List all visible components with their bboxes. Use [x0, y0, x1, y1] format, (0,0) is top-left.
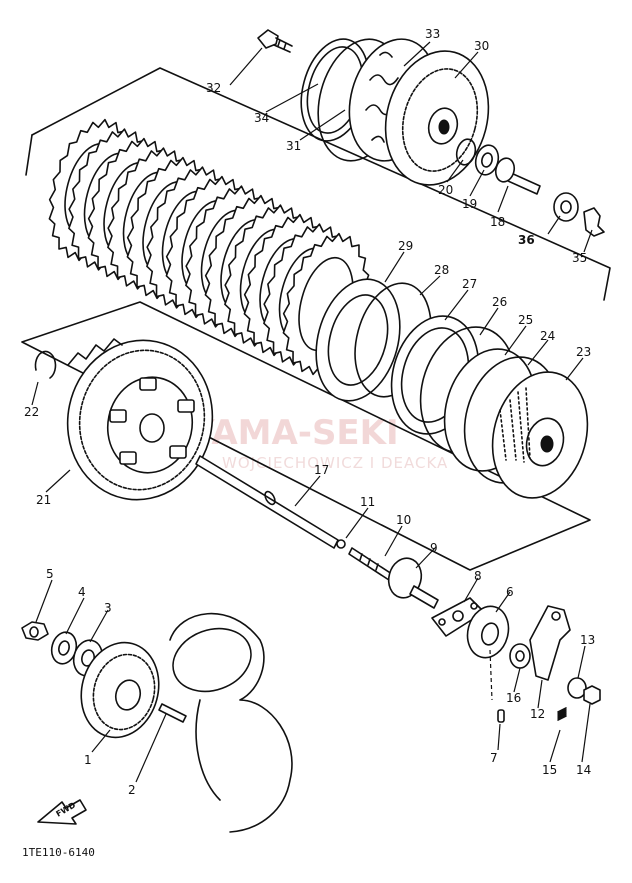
callout-17: 17	[314, 463, 329, 477]
friction-ring-29	[315, 278, 401, 402]
upper-assembly-box-left	[25, 134, 33, 176]
nut-14	[583, 685, 601, 705]
bolt-32	[257, 29, 279, 49]
callout-6: 6	[506, 585, 514, 599]
callout-34: 34	[254, 111, 269, 125]
callout-7: 7	[490, 751, 498, 765]
pressure-plate-30	[384, 50, 490, 186]
crankshaft-outline	[169, 612, 293, 833]
callout-9: 9	[430, 541, 438, 555]
forward-direction-arrow: FWD	[37, 799, 87, 825]
callout-12: 12	[530, 707, 545, 721]
watermark-brand: YAMA-SEKI	[189, 413, 399, 453]
assembly-boxes	[21, 67, 611, 571]
callout-25: 25	[518, 313, 533, 327]
oil-seal-6	[466, 605, 510, 659]
clutch-plate-stack	[48, 118, 370, 376]
callout-21: 21	[36, 493, 51, 507]
primary-driven-gear-group	[34, 338, 214, 501]
watermark: YAMA-SEKI WOJCIECHOWICZ I DEACKA	[76, 401, 448, 472]
fwd-arrow-icon	[37, 799, 87, 825]
clutch-boss-23	[491, 371, 589, 499]
callout-36: 36	[518, 233, 535, 247]
circlip-20	[455, 138, 477, 166]
callout-27: 27	[462, 277, 477, 291]
callout-31: 31	[286, 139, 301, 153]
lower-assembly-box	[21, 301, 591, 571]
callout-4: 4	[78, 585, 86, 599]
callout-1: 1	[84, 753, 92, 767]
callout-23: 23	[576, 345, 591, 359]
callout-3: 3	[104, 601, 112, 615]
callout-33: 33	[425, 27, 440, 41]
callout-13: 13	[580, 633, 595, 647]
drawing-code: 1TE110-6140	[22, 846, 95, 859]
push-lever-shaft-10	[348, 547, 396, 583]
callout-11: 11	[360, 495, 375, 509]
callout-15: 15	[542, 763, 557, 777]
pin-7	[497, 709, 505, 723]
callout-35: 35	[572, 251, 587, 265]
nut-5	[21, 621, 49, 641]
callout-32: 32	[206, 81, 221, 95]
callout-14: 14	[576, 763, 591, 777]
leader-lines	[31, 41, 593, 783]
nut-36	[553, 192, 579, 222]
bearing-16	[509, 643, 531, 669]
callout-8: 8	[474, 569, 482, 583]
callout-26: 26	[492, 295, 507, 309]
upper-assembly-box-top	[31, 67, 611, 301]
callout-24: 24	[540, 329, 555, 343]
primary-drive-gear-1	[80, 641, 160, 739]
part-callouts: 32 34 31 33 30 20 19 18 36 35 29 28 27 2…	[24, 27, 595, 797]
key-2	[158, 703, 187, 723]
clutch-boss-group	[315, 278, 589, 499]
push-lever-12	[529, 605, 571, 681]
spring-15	[557, 707, 567, 721]
watermark-subtitle: WOJCIECHOWICZ I DEACKA	[222, 454, 448, 472]
callout-5: 5	[46, 567, 54, 581]
callout-18: 18	[490, 215, 505, 229]
ball-11	[336, 539, 346, 549]
callout-20: 20	[438, 183, 453, 197]
pressure-plate-group	[257, 29, 605, 237]
callout-2: 2	[128, 783, 136, 797]
callout-16: 16	[506, 691, 521, 705]
lock-washer-35	[583, 207, 605, 237]
callout-29: 29	[398, 239, 413, 253]
circlip-22	[34, 350, 57, 379]
callout-28: 28	[434, 263, 449, 277]
callout-22: 22	[24, 405, 39, 419]
push-rod-group	[195, 455, 439, 609]
callout-10: 10	[396, 513, 411, 527]
callout-19: 19	[462, 197, 477, 211]
primary-drive-gear-group	[21, 612, 293, 833]
washer-13	[567, 677, 587, 699]
actuator-group	[431, 597, 601, 723]
callout-30: 30	[474, 39, 489, 53]
